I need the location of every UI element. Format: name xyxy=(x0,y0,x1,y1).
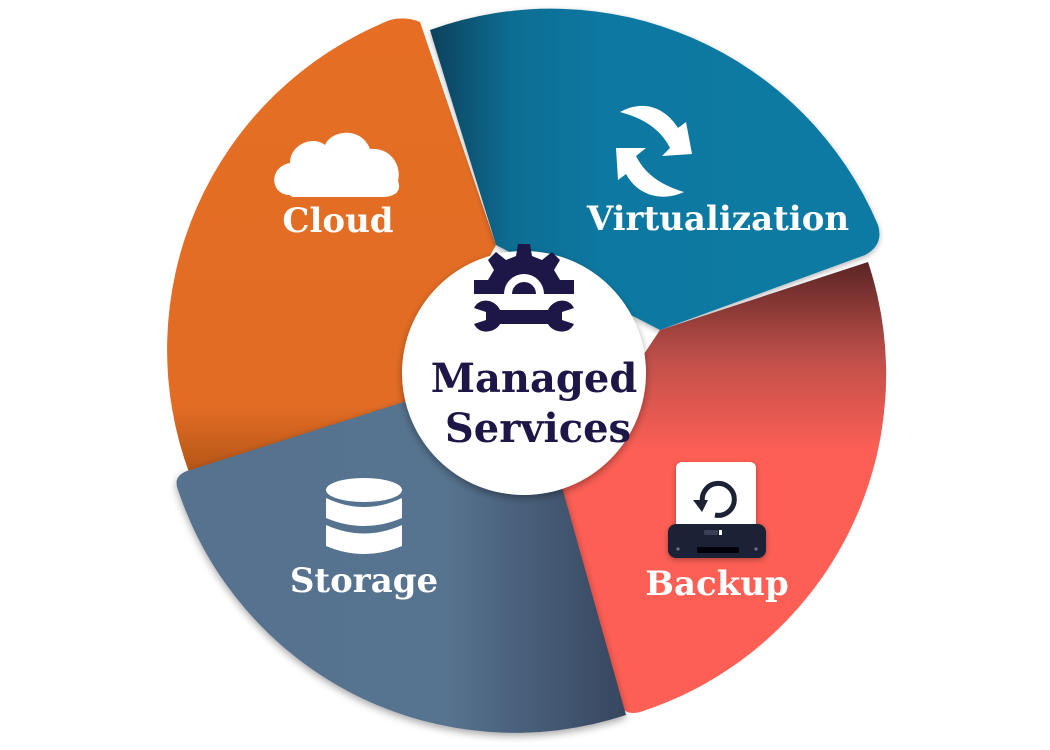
segment-virtualization[interactable]: Virtualization xyxy=(430,8,880,331)
center-title-line2: Services xyxy=(445,405,631,452)
center-title-line1: Managed xyxy=(431,355,638,402)
center-circle xyxy=(402,251,646,495)
center-hub[interactable]: Managed Services xyxy=(402,244,646,495)
sync-arrows-icon xyxy=(616,105,692,197)
segment-virtualization-shape xyxy=(430,8,880,331)
database-icon xyxy=(326,478,402,554)
segment-storage-label: Storage xyxy=(290,561,438,601)
cloud-icon xyxy=(274,132,400,197)
segment-virtualization-label: Virtualization xyxy=(586,199,849,239)
segment-backup-label: Backup xyxy=(645,564,789,604)
backup-drive-icon xyxy=(668,462,766,558)
segment-cloud-label: Cloud xyxy=(282,201,393,241)
gear-wrench-icon xyxy=(474,244,574,332)
